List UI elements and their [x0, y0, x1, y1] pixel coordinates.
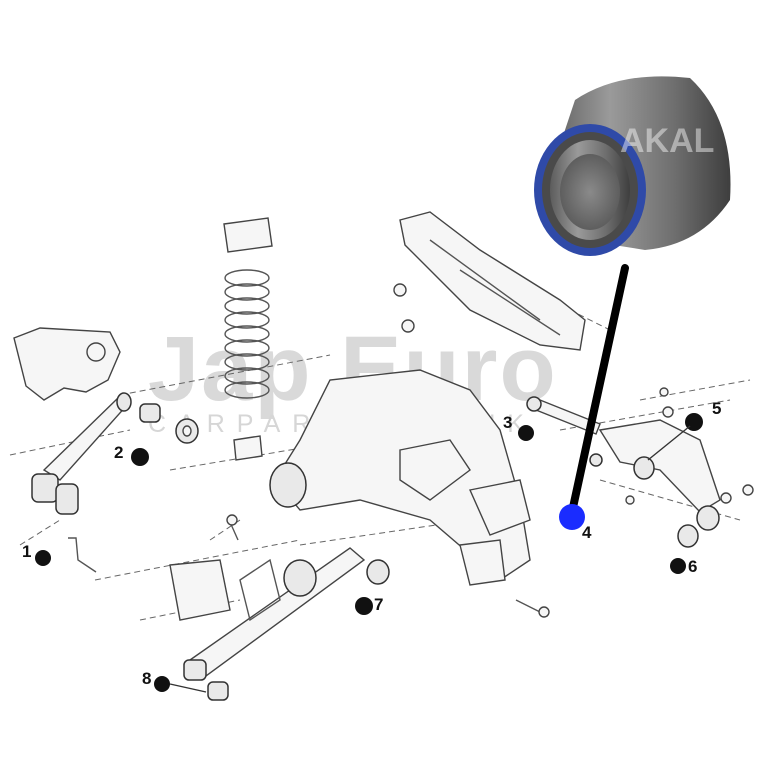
callout-2: 2: [114, 443, 149, 466]
callout-number: 4: [582, 523, 592, 542]
mount-bracket: [13, 327, 121, 401]
bushing-5: [633, 456, 655, 480]
callout-number: 7: [374, 595, 383, 614]
callout-dot: [355, 597, 373, 615]
bushing-1b: [55, 483, 79, 515]
exploded-drawing: [9, 211, 754, 701]
callout-leader: [169, 683, 207, 693]
callout-leader: [647, 425, 691, 461]
callout-dot: [670, 558, 686, 574]
callout-4: 4: [559, 504, 592, 542]
callout-number: 6: [688, 557, 697, 576]
callout-number: 2: [114, 443, 123, 462]
bushing-1a: [31, 473, 59, 503]
bushing-8a: [183, 659, 207, 681]
callout-dot-highlight: [559, 504, 585, 530]
callout-number: 5: [712, 399, 721, 418]
callout-dot: [131, 448, 149, 466]
bushing-8b: [207, 681, 229, 701]
subframe-upper: [399, 211, 586, 351]
leader-line: [568, 264, 629, 516]
coil-spring: [223, 217, 273, 461]
callout-number: 8: [142, 669, 151, 688]
lower-control-arm: [598, 419, 721, 513]
callout-1: 1: [22, 542, 51, 566]
bushing-6: [677, 524, 699, 548]
axle-cap: [269, 462, 307, 508]
trailing-arm-left: [42, 397, 130, 481]
callout-6: 6: [670, 557, 697, 576]
callout-dot: [35, 550, 51, 566]
callout-number: 3: [503, 413, 512, 432]
callout-8: 8: [142, 669, 207, 693]
bushing-7: [366, 559, 390, 585]
callout-dot: [518, 425, 534, 441]
callout-number: 1: [22, 542, 31, 561]
bushing-inner-sleeve: [560, 154, 620, 230]
photo-watermark: AKAL: [620, 122, 714, 160]
callout-5: 5: [647, 399, 721, 461]
callout-3: 3: [503, 413, 534, 441]
callout-7: 7: [355, 595, 383, 615]
callout-dot: [154, 676, 170, 692]
bushing-photo-inset: AKAL: [534, 76, 731, 256]
bushing-2: [139, 403, 161, 423]
